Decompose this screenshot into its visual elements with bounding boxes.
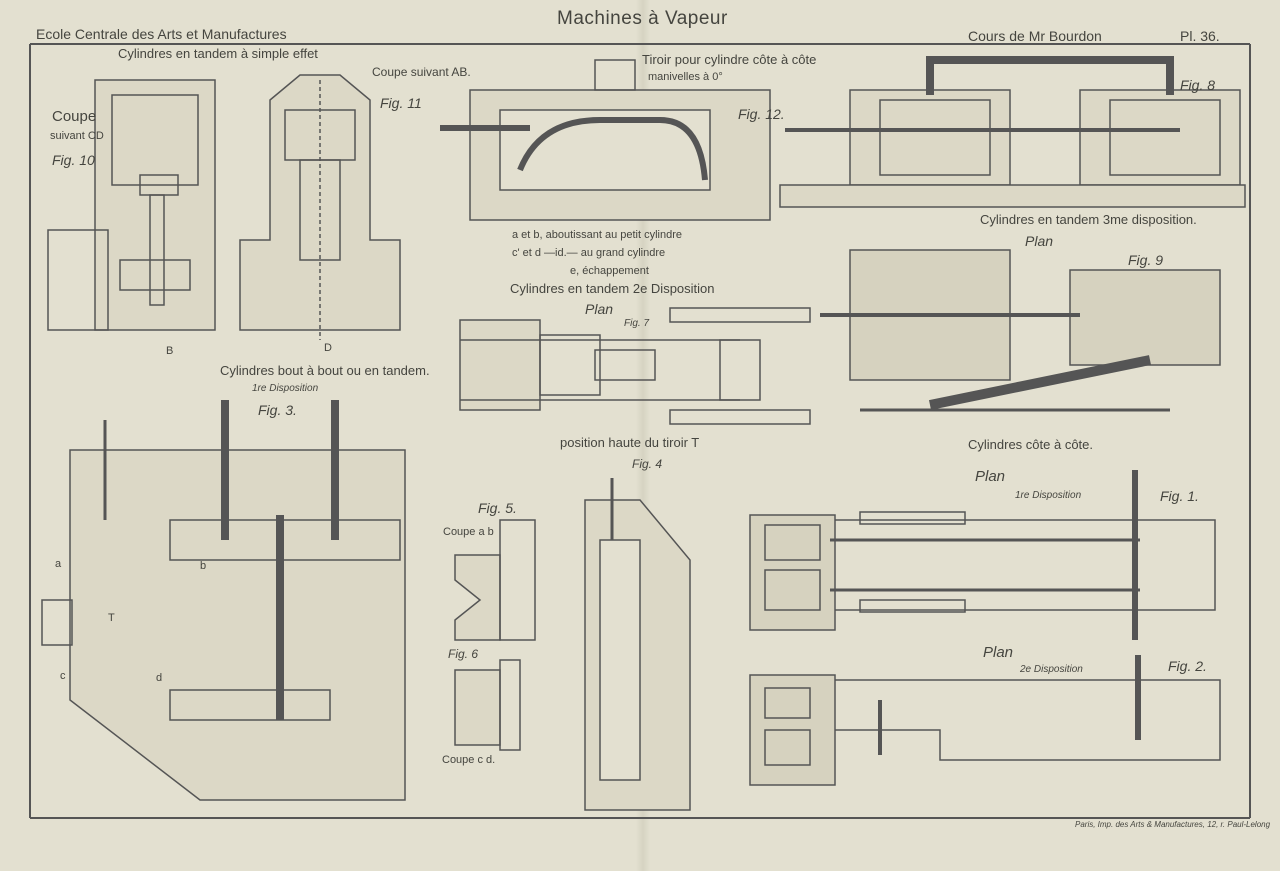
label-d: D <box>324 342 332 354</box>
fig10-label: Fig. 10 <box>52 152 95 168</box>
coupe-label: Coupe <box>52 108 97 125</box>
fig2-drawing <box>749 655 1221 786</box>
plate-title: Machines à Vapeur <box>557 8 728 29</box>
fig3-subtitle: 1re Disposition <box>252 383 319 394</box>
course-name: Cours de Mr Bourdon <box>968 28 1102 44</box>
fig2-label: Fig. 2. <box>1168 658 1207 674</box>
plate-number: Pl. 36. <box>1180 28 1220 44</box>
school-name: Ecole Centrale des Arts et Manufactures <box>36 26 287 42</box>
fig1-label: Fig. 1. <box>1160 488 1199 504</box>
fig7-label: Fig. 7 <box>624 318 650 329</box>
fig3-label-c: c <box>60 670 66 682</box>
printer-credit: Paris, Imp. des Arts & Manufactures, 12,… <box>1075 820 1271 829</box>
fig8-label: Fig. 8 <box>1180 77 1216 93</box>
fig8-caption: Cylindres en tandem 3me disposition. <box>980 212 1197 227</box>
fig12-title: Tiroir pour cylindre côte à côte <box>642 52 817 67</box>
fig2-plan: Plan <box>983 644 1014 661</box>
fig12-label: Fig. 12. <box>738 106 785 122</box>
fig2-subtitle: 2e Disposition <box>1020 664 1083 675</box>
fig12-legend-3: e, échappement <box>570 265 649 277</box>
fig3-label-d: d <box>156 672 163 684</box>
fig4-drawing <box>584 478 691 811</box>
fig7-drawing <box>459 307 811 425</box>
fig5-coupe: Coupe a b <box>443 526 494 538</box>
coupe-cd-label: suivant CD <box>50 130 104 142</box>
fig12-drawing <box>440 59 771 221</box>
fig1-plan: Plan <box>975 468 1006 485</box>
fig3-label-a: a <box>55 558 62 570</box>
fig12-legend-2: c' et d —id.— au grand cylindre <box>512 247 666 259</box>
fig9-label: Fig. 9 <box>1128 252 1164 268</box>
fig3-label-t: T <box>108 612 115 624</box>
fig8-drawing <box>779 56 1246 208</box>
fig12-subtitle: manivelles à 0° <box>648 71 723 83</box>
fig9-caption: Cylindres côte à côte. <box>968 437 1094 452</box>
fig7-plan: Plan <box>585 301 614 317</box>
fig11-label: Fig. 11 <box>380 95 422 111</box>
fig10-11-title: Cylindres en tandem à simple effet <box>118 46 318 61</box>
coupe-ab-label: Coupe suivant AB. <box>372 65 471 79</box>
label-b: B <box>166 345 174 357</box>
fig11-drawing <box>239 74 401 340</box>
fig3-label: Fig. 3. <box>258 402 297 418</box>
fig10-drawing <box>47 79 216 331</box>
fig7-title: Cylindres en tandem 2e Disposition <box>510 281 715 296</box>
fig3-label-b: b <box>200 560 207 572</box>
fig12-legend-1: a et b, aboutissant au petit cylindre <box>512 229 682 241</box>
fig9-drawing <box>820 249 1221 412</box>
fig5-label: Fig. 5. <box>478 500 517 516</box>
fig8-plan: Plan <box>1025 233 1054 249</box>
fig3-drawing <box>41 400 406 801</box>
fig1-drawing <box>749 470 1216 640</box>
fig3-title: Cylindres bout à bout ou en tandem. <box>220 363 430 378</box>
fig6-coupe: Coupe c d. <box>442 754 496 766</box>
fig4-label: Fig. 4 <box>632 457 663 471</box>
fig1-subtitle: 1re Disposition <box>1015 490 1082 501</box>
fig5-fig6-drawing <box>454 519 536 751</box>
fig6-label: Fig. 6 <box>448 647 479 661</box>
fig4-title: position haute du tiroir T <box>560 435 700 450</box>
